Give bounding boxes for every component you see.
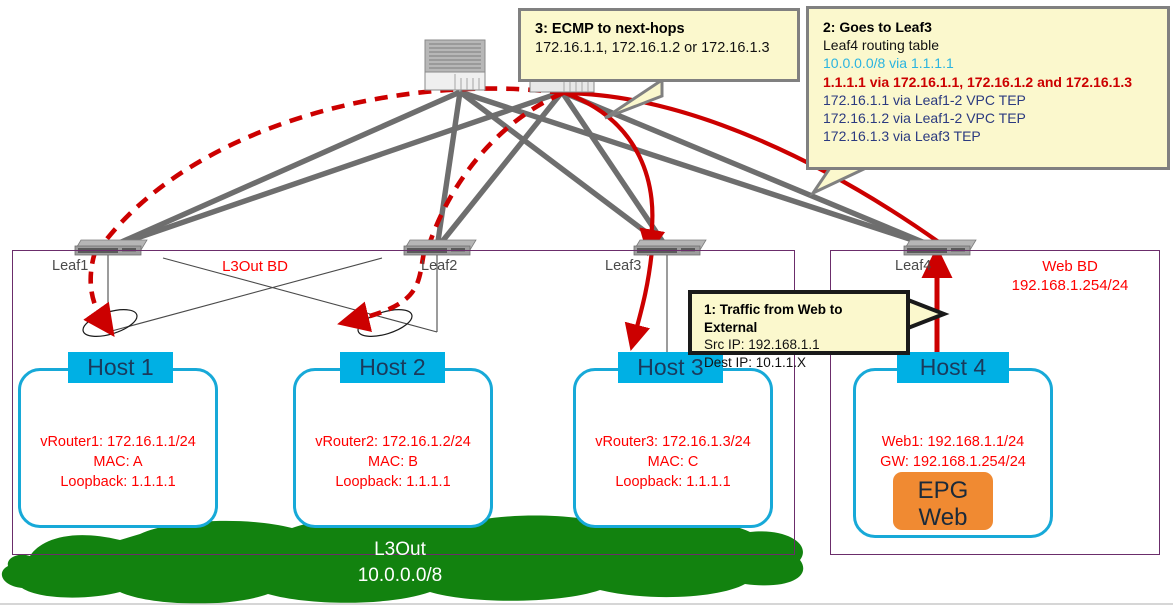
callout-3-title: 3: ECMP to next-hops [535,21,685,37]
web-bd-box [830,250,1160,555]
leaf-label-3: Leaf3 [605,258,642,274]
host-details-4: Web1: 192.168.1.1/24 GW: 192.168.1.254/2… [880,434,1026,470]
l3out-cloud-label: L3Out 10.0.0.0/8 [357,539,443,586]
epg-web-block: EPG Web [893,472,993,531]
callout-1-title: 1: Traffic from Web to External [704,302,843,335]
host-banner-4: Host 4 [897,352,1009,383]
spine-chassis-icon [424,39,486,91]
host-details-1: vRouter1: 172.16.1.1/24 MAC: A Loopback:… [40,434,196,490]
host-banner-1: Host 1 [68,352,173,383]
callout-2-line-4: 172.16.1.1 via Leaf1-2 VPC TEP [823,91,1026,108]
host-details-3: vRouter3: 172.16.1.3/24 MAC: C Loopback:… [595,434,751,490]
callout-2-title: 2: Goes to Leaf3 [823,19,932,35]
callout-2-line-1: Leaf4 routing table [823,37,939,54]
host-details-2: vRouter2: 172.16.1.2/24 MAC: B Loopback:… [315,434,471,490]
callout-3-line-1: 172.16.1.1, 172.16.1.2 or 172.16.1.3 [535,39,770,56]
callout-1-line-2: Dest IP: 10.1.1.X [704,354,807,370]
callout-3: 3: ECMP to next-hops 172.16.1.1, 172.16.… [518,8,800,82]
host-banner-3: Host 3 [618,352,723,383]
ecmp-path-dashed [98,86,564,250]
callout-1-line-1: Src IP: 192.168.1.1 [704,337,820,353]
callout-2-line-3: 1.1.1.1 via 172.16.1.1, 172.16.1.2 and 1… [823,73,1133,90]
callout-2-line-6: 172.16.1.3 via Leaf3 TEP [823,128,981,145]
leaf-label-1: Leaf1 [52,258,89,274]
callout-2: 2: Goes to Leaf3 Leaf4 routing table 10.… [806,6,1170,170]
leaf-label-2: Leaf2 [421,258,458,274]
host-banner-2: Host 2 [340,352,445,383]
callout-2-line-5: 172.16.1.2 via Leaf1-2 VPC TEP [823,109,1026,126]
leaf-label-4: Leaf4 [895,258,932,274]
callout-1: 1: Traffic from Web to External Src IP: … [688,290,910,370]
web-bd-label: Web BD 192.168.1.254/24 [1011,258,1129,294]
callout-2-line-2: 10.0.0.0/8 via 1.1.1.1 [823,55,954,72]
l3out-bd-label: L3Out BD [222,258,288,275]
